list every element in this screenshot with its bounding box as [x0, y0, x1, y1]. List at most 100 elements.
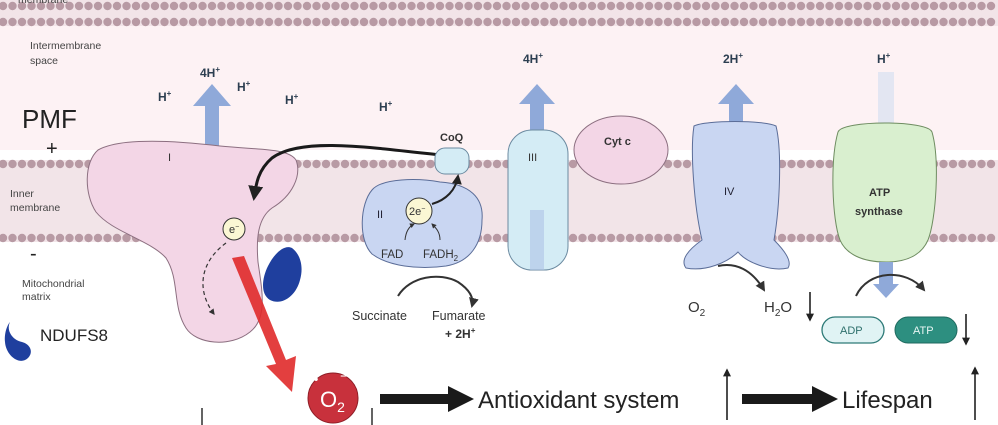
- fumarate-label: Fumarate: [432, 309, 486, 323]
- phospholipid-head: [150, 1, 160, 11]
- phospholipid-head: [473, 1, 483, 11]
- phospholipid-head: [55, 1, 65, 11]
- phospholipid-head: [853, 1, 863, 11]
- ndufs8-legend-icon: [4, 322, 31, 361]
- phospholipid-head: [986, 1, 996, 11]
- phospholipid-head: [236, 17, 245, 27]
- phospholipid-head: [426, 159, 435, 169]
- phospholipid-head: [549, 17, 559, 27]
- phospholipid-head: [815, 159, 825, 169]
- phospholipid-head: [321, 233, 331, 243]
- phospholipid-head: [388, 1, 397, 11]
- phospholipid-head: [920, 1, 929, 11]
- phospholipid-head: [8, 17, 17, 27]
- phospholipid-head: [787, 159, 796, 169]
- phospholipid-head: [331, 159, 340, 169]
- phospholipid-head: [112, 1, 122, 11]
- phospholipid-head: [787, 1, 796, 11]
- phospholipid-head: [806, 17, 815, 27]
- phospholipid-head: [274, 17, 283, 27]
- phospholipid-head: [369, 17, 378, 27]
- phospholipid-head: [825, 1, 834, 11]
- complex-4-shape: [683, 121, 790, 270]
- phospholipid-head: [929, 1, 939, 11]
- phospholipid-head: [777, 233, 787, 243]
- proton-label-2h-complex4: 2H+: [723, 51, 743, 66]
- phospholipid-head: [673, 233, 682, 243]
- phospholipid-head: [663, 1, 673, 11]
- phospholipid-head: [939, 159, 948, 169]
- electron-icon: [222, 217, 246, 241]
- phospholipid-head: [179, 17, 188, 27]
- phospholipid-head: [283, 17, 293, 27]
- phospholipid-head: [483, 159, 492, 169]
- phospholipid-head: [160, 1, 169, 11]
- phospholipid-head: [274, 233, 283, 243]
- phospholipid-head: [663, 159, 673, 169]
- phospholipid-head: [236, 1, 245, 11]
- phospholipid-head: [122, 233, 131, 243]
- phospholipid-head: [692, 1, 701, 11]
- pmf-minus: -: [30, 243, 37, 265]
- phospholipid-head: [350, 233, 359, 243]
- phospholipid-head: [711, 17, 720, 27]
- phospholipid-head: [958, 1, 967, 11]
- phospholipid-head: [179, 1, 188, 11]
- cytochrome-c-shape: [573, 115, 669, 185]
- phospholipid-head: [663, 233, 673, 243]
- phospholipid-head: [131, 17, 141, 27]
- phospholipid-head: [673, 17, 682, 27]
- adp-pill: [821, 316, 885, 344]
- phospholipid-head: [416, 159, 426, 169]
- ndufs8-subunit: [263, 247, 302, 302]
- antioxidant-system-label: Antioxidant system: [478, 387, 679, 414]
- phospholipid-head: [825, 17, 834, 27]
- phospholipid-head: [939, 17, 948, 27]
- phospholipid-head: [492, 17, 502, 27]
- phospholipid-head: [540, 1, 549, 11]
- phospholipid-head: [74, 233, 84, 243]
- phospholipid-head: [568, 159, 578, 169]
- atp-pill: [894, 316, 958, 344]
- phospholipid-head: [910, 1, 920, 11]
- phospholipid-head: [416, 1, 426, 11]
- phospholipid-head: [492, 233, 502, 243]
- phospholipid-head: [901, 17, 910, 27]
- phospholipid-head: [27, 159, 36, 169]
- lifespan-label: Lifespan: [842, 387, 933, 414]
- phospholipid-head: [36, 17, 46, 27]
- phospholipid-head: [274, 1, 283, 11]
- phospholipid-head: [312, 1, 321, 11]
- phospholipid-head: [8, 1, 17, 11]
- proton-label-h-2: H+: [237, 79, 251, 94]
- phospholipid-head: [625, 233, 635, 243]
- two-electrons-label: 2e−: [409, 206, 425, 218]
- phospholipid-head: [730, 17, 739, 27]
- phospholipid-head: [84, 17, 93, 27]
- phospholipid-head: [464, 17, 473, 27]
- phospholipid-head: [302, 159, 312, 169]
- phospholipid-head: [948, 17, 958, 27]
- phospholipid-head: [796, 233, 806, 243]
- phospholipid-head: [483, 17, 492, 27]
- phospholipid-head: [654, 233, 663, 243]
- phospholipid-head: [559, 1, 568, 11]
- phospholipid-head: [986, 17, 996, 27]
- proton-label-h-3: H+: [285, 92, 299, 107]
- complex2-to-coq-arrow: [431, 174, 462, 205]
- phospholipid-head: [597, 233, 606, 243]
- phospholipid-head: [511, 1, 521, 11]
- phospholipid-head: [473, 17, 483, 27]
- phospholipid-head: [8, 159, 17, 169]
- phospholipid-head: [283, 1, 293, 11]
- phospholipid-head: [825, 233, 834, 243]
- inner-membrane-label-line2: membrane: [10, 202, 60, 214]
- complex-1-shape: [86, 140, 299, 343]
- phospholipid-head: [112, 17, 122, 27]
- phospholipid-head: [27, 1, 36, 11]
- phospholipid-head: [0, 233, 8, 243]
- phospholipid-head: [407, 17, 416, 27]
- phospholipid-head: [521, 1, 530, 11]
- phospholipid-head: [55, 233, 65, 243]
- phospholipid-head: [312, 233, 321, 243]
